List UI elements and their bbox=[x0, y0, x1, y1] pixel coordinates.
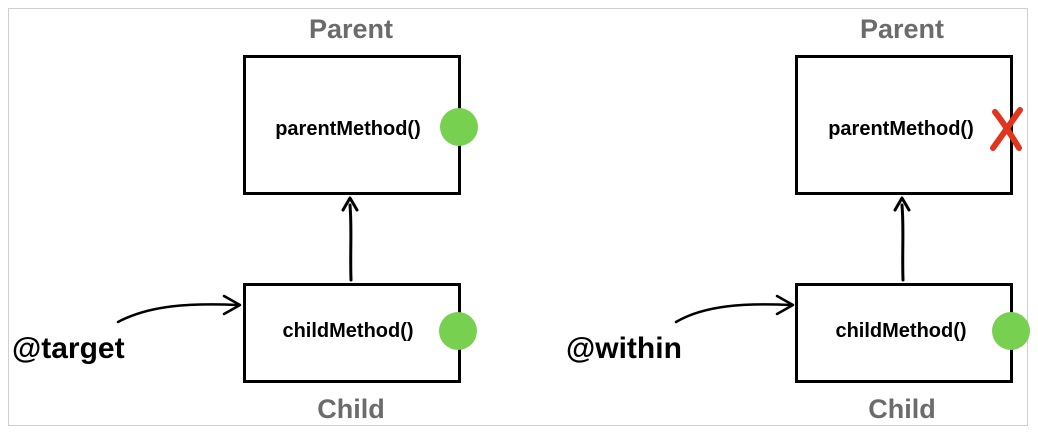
inheritance-arrow-right bbox=[893, 196, 911, 282]
inheritance-arrow-left bbox=[341, 196, 359, 282]
match-dot-icon bbox=[992, 312, 1030, 350]
child-title-left: Child bbox=[317, 394, 385, 424]
target-designator: @target bbox=[12, 332, 125, 365]
parent-method-right: parentMethod() bbox=[828, 118, 974, 140]
within-designator: @within bbox=[566, 332, 682, 365]
match-dot-icon bbox=[439, 312, 477, 350]
parent-title-right: Parent bbox=[859, 14, 945, 44]
child-method-right: childMethod() bbox=[835, 320, 967, 342]
diagram-frame bbox=[8, 8, 1028, 426]
pointer-arrow-right bbox=[674, 294, 795, 324]
child-title-right: Child bbox=[868, 394, 936, 424]
parent-title-left: Parent bbox=[308, 14, 394, 44]
child-method-left: childMethod() bbox=[282, 320, 414, 342]
no-match-x-icon bbox=[990, 107, 1023, 151]
parent-method-left: parentMethod() bbox=[275, 118, 421, 140]
parent-box-left bbox=[243, 55, 461, 195]
pointer-arrow-left bbox=[116, 294, 242, 324]
match-dot-icon bbox=[440, 108, 478, 146]
